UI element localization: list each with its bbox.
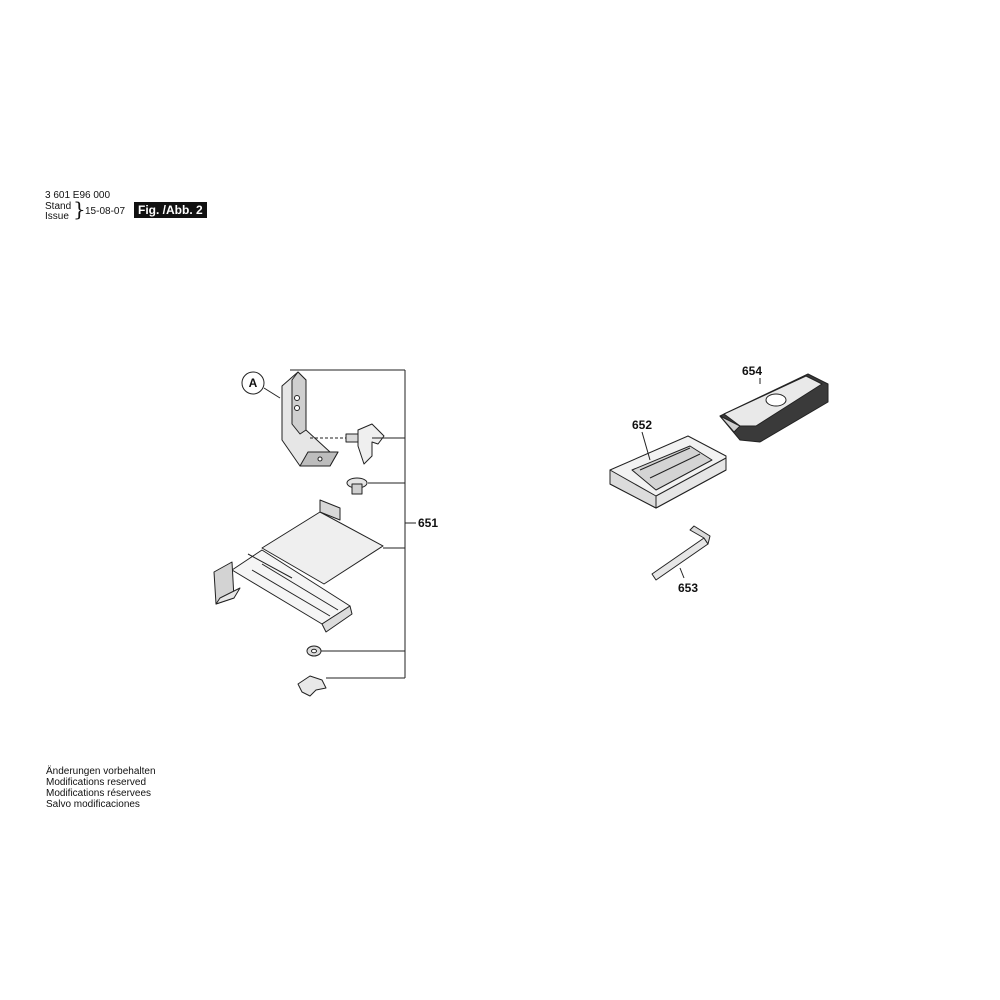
note-de: Änderungen vorbehalten [46,766,156,777]
note-es: Salvo modificaciones [46,799,140,810]
leader-651: 651 [290,369,438,679]
note-en: Modifications reserved [46,777,147,788]
angle-bracket [281,371,339,467]
stand-label: Stand [45,201,72,212]
part-652: 652 [609,418,727,509]
callout-654: 654 [742,364,762,378]
brace-icon: } [73,197,86,221]
figure-label: Fig. /Abb. 2 [134,202,207,218]
part-number: 3 601 E96 000 [45,190,111,201]
callout-651: 651 [418,516,438,530]
base-table [213,499,384,633]
callout-a: A [241,371,281,399]
wing-nut [297,675,327,697]
issue-label: Issue [45,211,69,222]
issue-date: 15-08-07 [85,206,126,217]
callout-652: 652 [632,418,652,432]
note-fr: Modifications réservees [46,788,152,799]
thumb-screw [345,423,385,465]
part-653: 653 [651,525,711,595]
callout-653: 653 [678,581,698,595]
callout-a-label: A [249,376,258,390]
part-654: 654 [719,364,829,443]
washer [306,645,322,657]
modification-notes: Änderungen vorbehalten Modifications res… [46,766,156,810]
flat-screw [346,477,368,495]
